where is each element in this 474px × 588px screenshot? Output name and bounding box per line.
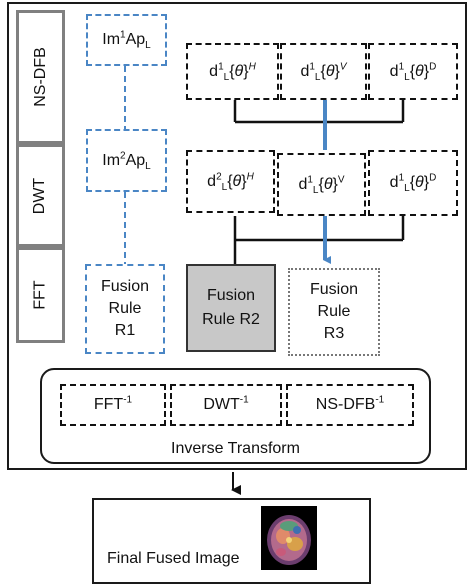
final-fused-image-panel: Final Fused Image [92,498,371,584]
inverse-nsdfb-box: NS-DFB-1 [286,384,414,426]
inverse-dwt-box: DWT-1 [170,384,282,426]
brain-scan-image [261,506,317,570]
inverse-transform-label: Inverse Transform [171,440,300,457]
detail-box-row2-v: d1L{θ}V [277,153,366,216]
detail-box-row1-d: d1L{θ}D [368,43,458,100]
detail-box-row2-h: d2L{θ}H [186,150,275,213]
final-fused-image-label: Final Fused Image [107,550,240,567]
side-label-dwt: DWT [16,144,65,247]
approx-box-1: Im1ApL [86,14,167,66]
side-label-fft: FFT [16,247,65,343]
side-label-ns-dfb: NS-DFB [16,10,65,144]
detail-box-row1-h: d1L{θ}H [186,43,279,100]
detail-box-row2-d: d1L{θ}D [368,150,458,216]
inverse-fft-box: FFT-1 [60,384,166,426]
approx-box-2: Im2ApL [86,129,167,192]
main-frame [7,2,467,470]
detail-box-row1-v: d1L{θ}V [280,43,367,100]
brain-scan-graphic [267,515,311,565]
inverse-transform-panel [40,368,431,464]
